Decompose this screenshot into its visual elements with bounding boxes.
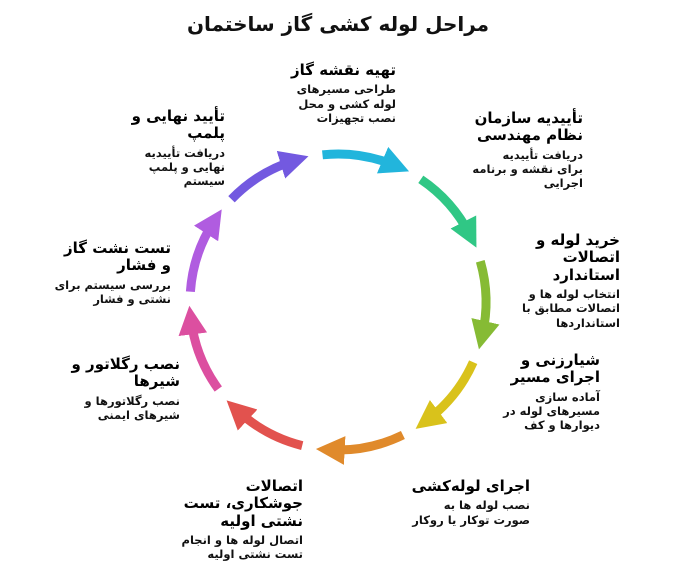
cycle-arrow-8: [228, 150, 309, 203]
stage-4-title: اجرای لوله‌کشی: [411, 477, 530, 495]
cycle-arrow-5: [226, 400, 304, 450]
cycle-arrow-0: [322, 146, 410, 174]
diagram-title: مراحل لوله کشی گاز ساختمان: [186, 12, 490, 36]
stage-0-title: تهیه نقشه گاز: [291, 61, 396, 79]
cycle-arrow-7: [185, 209, 222, 293]
cycle-arrow-1: [418, 175, 477, 248]
cycle-arrow-3: [415, 360, 478, 429]
cycle-arrow-6: [178, 305, 222, 392]
cycle-arrow-2: [471, 259, 500, 350]
cycle-arrow-4: [315, 430, 405, 465]
